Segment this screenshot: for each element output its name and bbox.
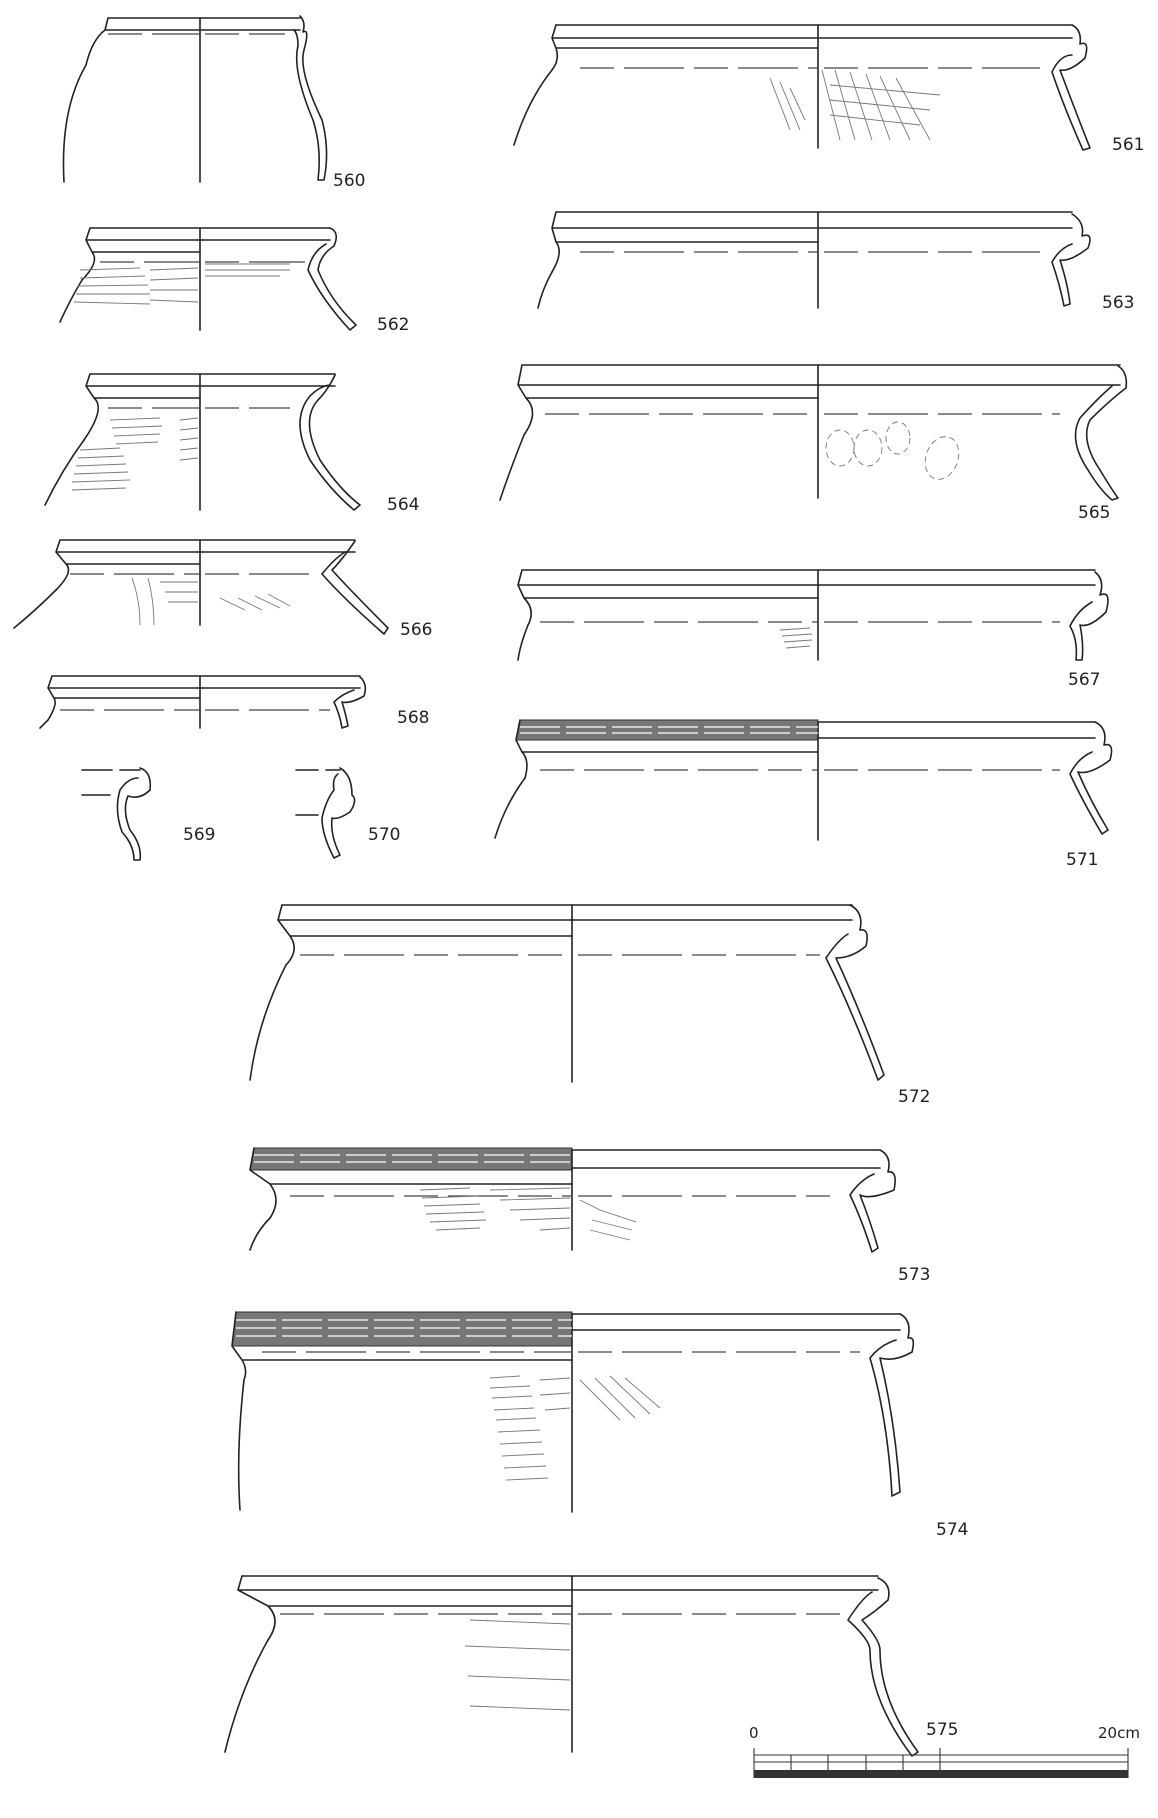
vessel-568: [39, 675, 367, 729]
label-575: 575: [926, 1720, 958, 1740]
scale-end-label: 20cm: [1098, 1724, 1140, 1742]
vessel-562: [59, 227, 357, 331]
label-568: 568: [397, 708, 429, 728]
label-560: 560: [333, 171, 365, 191]
label-574: 574: [936, 1520, 968, 1540]
vessel-573: [249, 1147, 896, 1253]
scale-bar: 0 20cm: [749, 1724, 1140, 1778]
label-565: 565: [1078, 503, 1110, 523]
scale-start-label: 0: [749, 1724, 759, 1742]
label-567: 567: [1068, 670, 1100, 690]
vessel-571: [494, 719, 1113, 841]
label-566: 566: [400, 620, 432, 640]
label-572: 572: [898, 1087, 930, 1107]
vessel-574: [231, 1311, 915, 1513]
vessel-561: [513, 24, 1091, 151]
vessel-564: [44, 373, 361, 511]
vessel-563: [537, 211, 1091, 309]
label-562: 562: [377, 315, 409, 335]
label-570: 570: [368, 825, 400, 845]
label-569: 569: [183, 825, 215, 845]
vessel-575: [224, 1575, 919, 1757]
label-563: 563: [1102, 293, 1134, 313]
vessel-566: [13, 539, 389, 635]
vessel-569: [81, 767, 152, 861]
label-571: 571: [1066, 850, 1098, 870]
label-564: 564: [387, 495, 419, 515]
vessel-567: [517, 569, 1109, 661]
vessel-560: [62, 15, 328, 183]
vessel-570: [295, 767, 356, 859]
label-561: 561: [1112, 135, 1144, 155]
vessel-565: [499, 364, 1128, 501]
vessel-572: [249, 904, 885, 1083]
label-573: 573: [898, 1265, 930, 1285]
